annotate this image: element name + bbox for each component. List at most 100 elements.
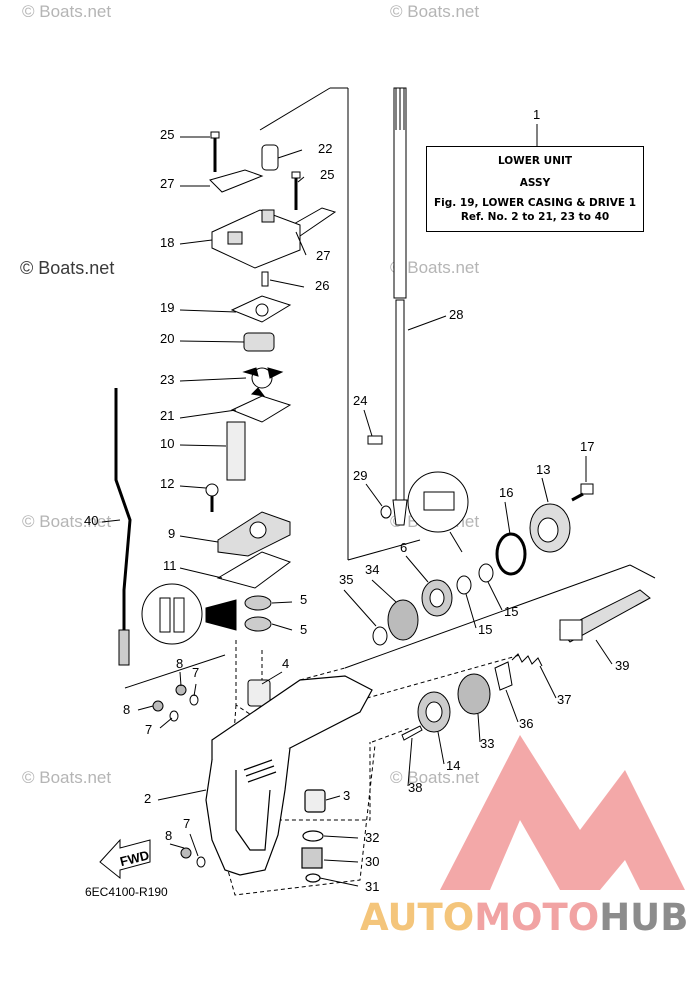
callout-c21: 21 bbox=[160, 408, 174, 423]
title-line-2: ASSY bbox=[519, 177, 551, 189]
callout-c18: 18 bbox=[160, 235, 174, 250]
shift-rod bbox=[114, 388, 132, 666]
leader-line bbox=[271, 601, 293, 604]
callout-c24: 24 bbox=[353, 393, 367, 408]
watermark: © Boats.net bbox=[22, 768, 112, 787]
callout-c26: 26 bbox=[315, 278, 329, 293]
leader-line bbox=[159, 717, 173, 729]
leader-line bbox=[325, 795, 341, 801]
drive-shaft bbox=[392, 87, 408, 526]
watermark: © Boats.net bbox=[22, 2, 112, 21]
leader-line bbox=[179, 409, 237, 419]
callout-c25a: 25 bbox=[160, 127, 174, 142]
callout-c31: 31 bbox=[365, 879, 379, 894]
fwd-arrow-icon: FWD bbox=[99, 838, 151, 880]
leader-line bbox=[101, 519, 121, 523]
callout-c22: 22 bbox=[318, 141, 332, 156]
leader-line bbox=[157, 789, 207, 801]
callout-c14: 14 bbox=[446, 758, 460, 773]
leader-line bbox=[407, 737, 413, 787]
leader-line bbox=[437, 731, 445, 765]
main-watermark: © Boats.net bbox=[20, 258, 115, 278]
leader-line bbox=[363, 409, 373, 437]
callout-c20: 20 bbox=[160, 331, 174, 346]
callout-c11: 11 bbox=[163, 558, 177, 573]
callout-c17: 17 bbox=[580, 439, 594, 454]
callout-c40: 40 bbox=[84, 513, 98, 528]
leader-line bbox=[365, 483, 383, 507]
callout-c6: 6 bbox=[400, 540, 407, 555]
watermark: © Boats.net bbox=[390, 2, 480, 21]
leader-line bbox=[405, 555, 429, 583]
callout-c12: 12 bbox=[160, 476, 174, 491]
leader-line bbox=[193, 683, 197, 697]
title-line-1: LOWER UNIT bbox=[497, 155, 573, 167]
callout-c32: 32 bbox=[365, 830, 379, 845]
callout-c38: 38 bbox=[408, 780, 422, 795]
callout-c15a: 15 bbox=[478, 622, 492, 637]
leader-line bbox=[277, 149, 303, 159]
leader-line bbox=[465, 593, 477, 629]
callout-c16: 16 bbox=[499, 485, 513, 500]
leader-line bbox=[137, 705, 154, 711]
leader-line bbox=[541, 477, 549, 503]
callout-c8a: 8 bbox=[176, 656, 183, 671]
callout-1: 1 bbox=[533, 107, 540, 122]
leader-line bbox=[595, 639, 613, 665]
gear-assembly bbox=[367, 435, 651, 741]
title-line-3: Fig. 19, LOWER CASING & DRIVE 1 bbox=[433, 197, 637, 209]
leader-line bbox=[179, 239, 213, 245]
callout-c2: 2 bbox=[144, 791, 151, 806]
leader-line bbox=[179, 309, 237, 313]
leader-line bbox=[179, 340, 245, 343]
watermark: © Boats.net bbox=[390, 768, 480, 787]
water-pump-assembly bbox=[205, 131, 337, 707]
leader-line bbox=[343, 589, 377, 627]
callout-c5b: 5 bbox=[300, 622, 307, 637]
callout-c7b: 7 bbox=[145, 722, 152, 737]
leader-line bbox=[407, 315, 447, 331]
leader-line bbox=[169, 843, 185, 849]
callout-c8c: 8 bbox=[165, 828, 172, 843]
leader-line bbox=[179, 444, 227, 447]
leader-line bbox=[505, 689, 519, 723]
callout-c34: 34 bbox=[365, 562, 379, 577]
callout-c30: 30 bbox=[365, 854, 379, 869]
leader-line bbox=[371, 579, 397, 603]
leader-line bbox=[319, 877, 359, 887]
leader-line bbox=[179, 671, 182, 687]
inset-details bbox=[141, 471, 469, 645]
callout-c4: 4 bbox=[282, 656, 289, 671]
brand-part-3: HUB bbox=[599, 896, 689, 939]
callout-c33: 33 bbox=[480, 736, 494, 751]
fwd-label: FWD bbox=[118, 847, 150, 869]
callout-c8b: 8 bbox=[123, 702, 130, 717]
leader-line bbox=[504, 501, 511, 535]
callout-c7a: 7 bbox=[192, 665, 199, 680]
callout-c28: 28 bbox=[449, 307, 463, 322]
lower-casing bbox=[205, 675, 373, 883]
brand-part-1: AUTO bbox=[360, 896, 475, 939]
title-box: LOWER UNIT ASSY Fig. 19, LOWER CASING & … bbox=[426, 146, 644, 232]
leader-line bbox=[179, 485, 207, 489]
leader-line bbox=[179, 535, 219, 543]
leader-line bbox=[539, 665, 557, 699]
leader-line bbox=[297, 176, 305, 183]
watermark: © Boats.net bbox=[22, 512, 112, 531]
leader-line bbox=[271, 623, 293, 631]
leader-line bbox=[269, 279, 305, 288]
callout-c29: 29 bbox=[353, 468, 367, 483]
leader-line bbox=[179, 567, 223, 579]
callout-c7c: 7 bbox=[183, 816, 190, 831]
callout-c35: 35 bbox=[339, 572, 353, 587]
callout-c9: 9 bbox=[168, 526, 175, 541]
callout-c27b: 27 bbox=[316, 248, 330, 263]
leader-line bbox=[323, 835, 359, 839]
callout-c15b: 15 bbox=[504, 604, 518, 619]
callout-c37: 37 bbox=[557, 692, 571, 707]
leader-line bbox=[179, 377, 247, 382]
drawing-code: 6EC4100-R190 bbox=[85, 885, 168, 899]
